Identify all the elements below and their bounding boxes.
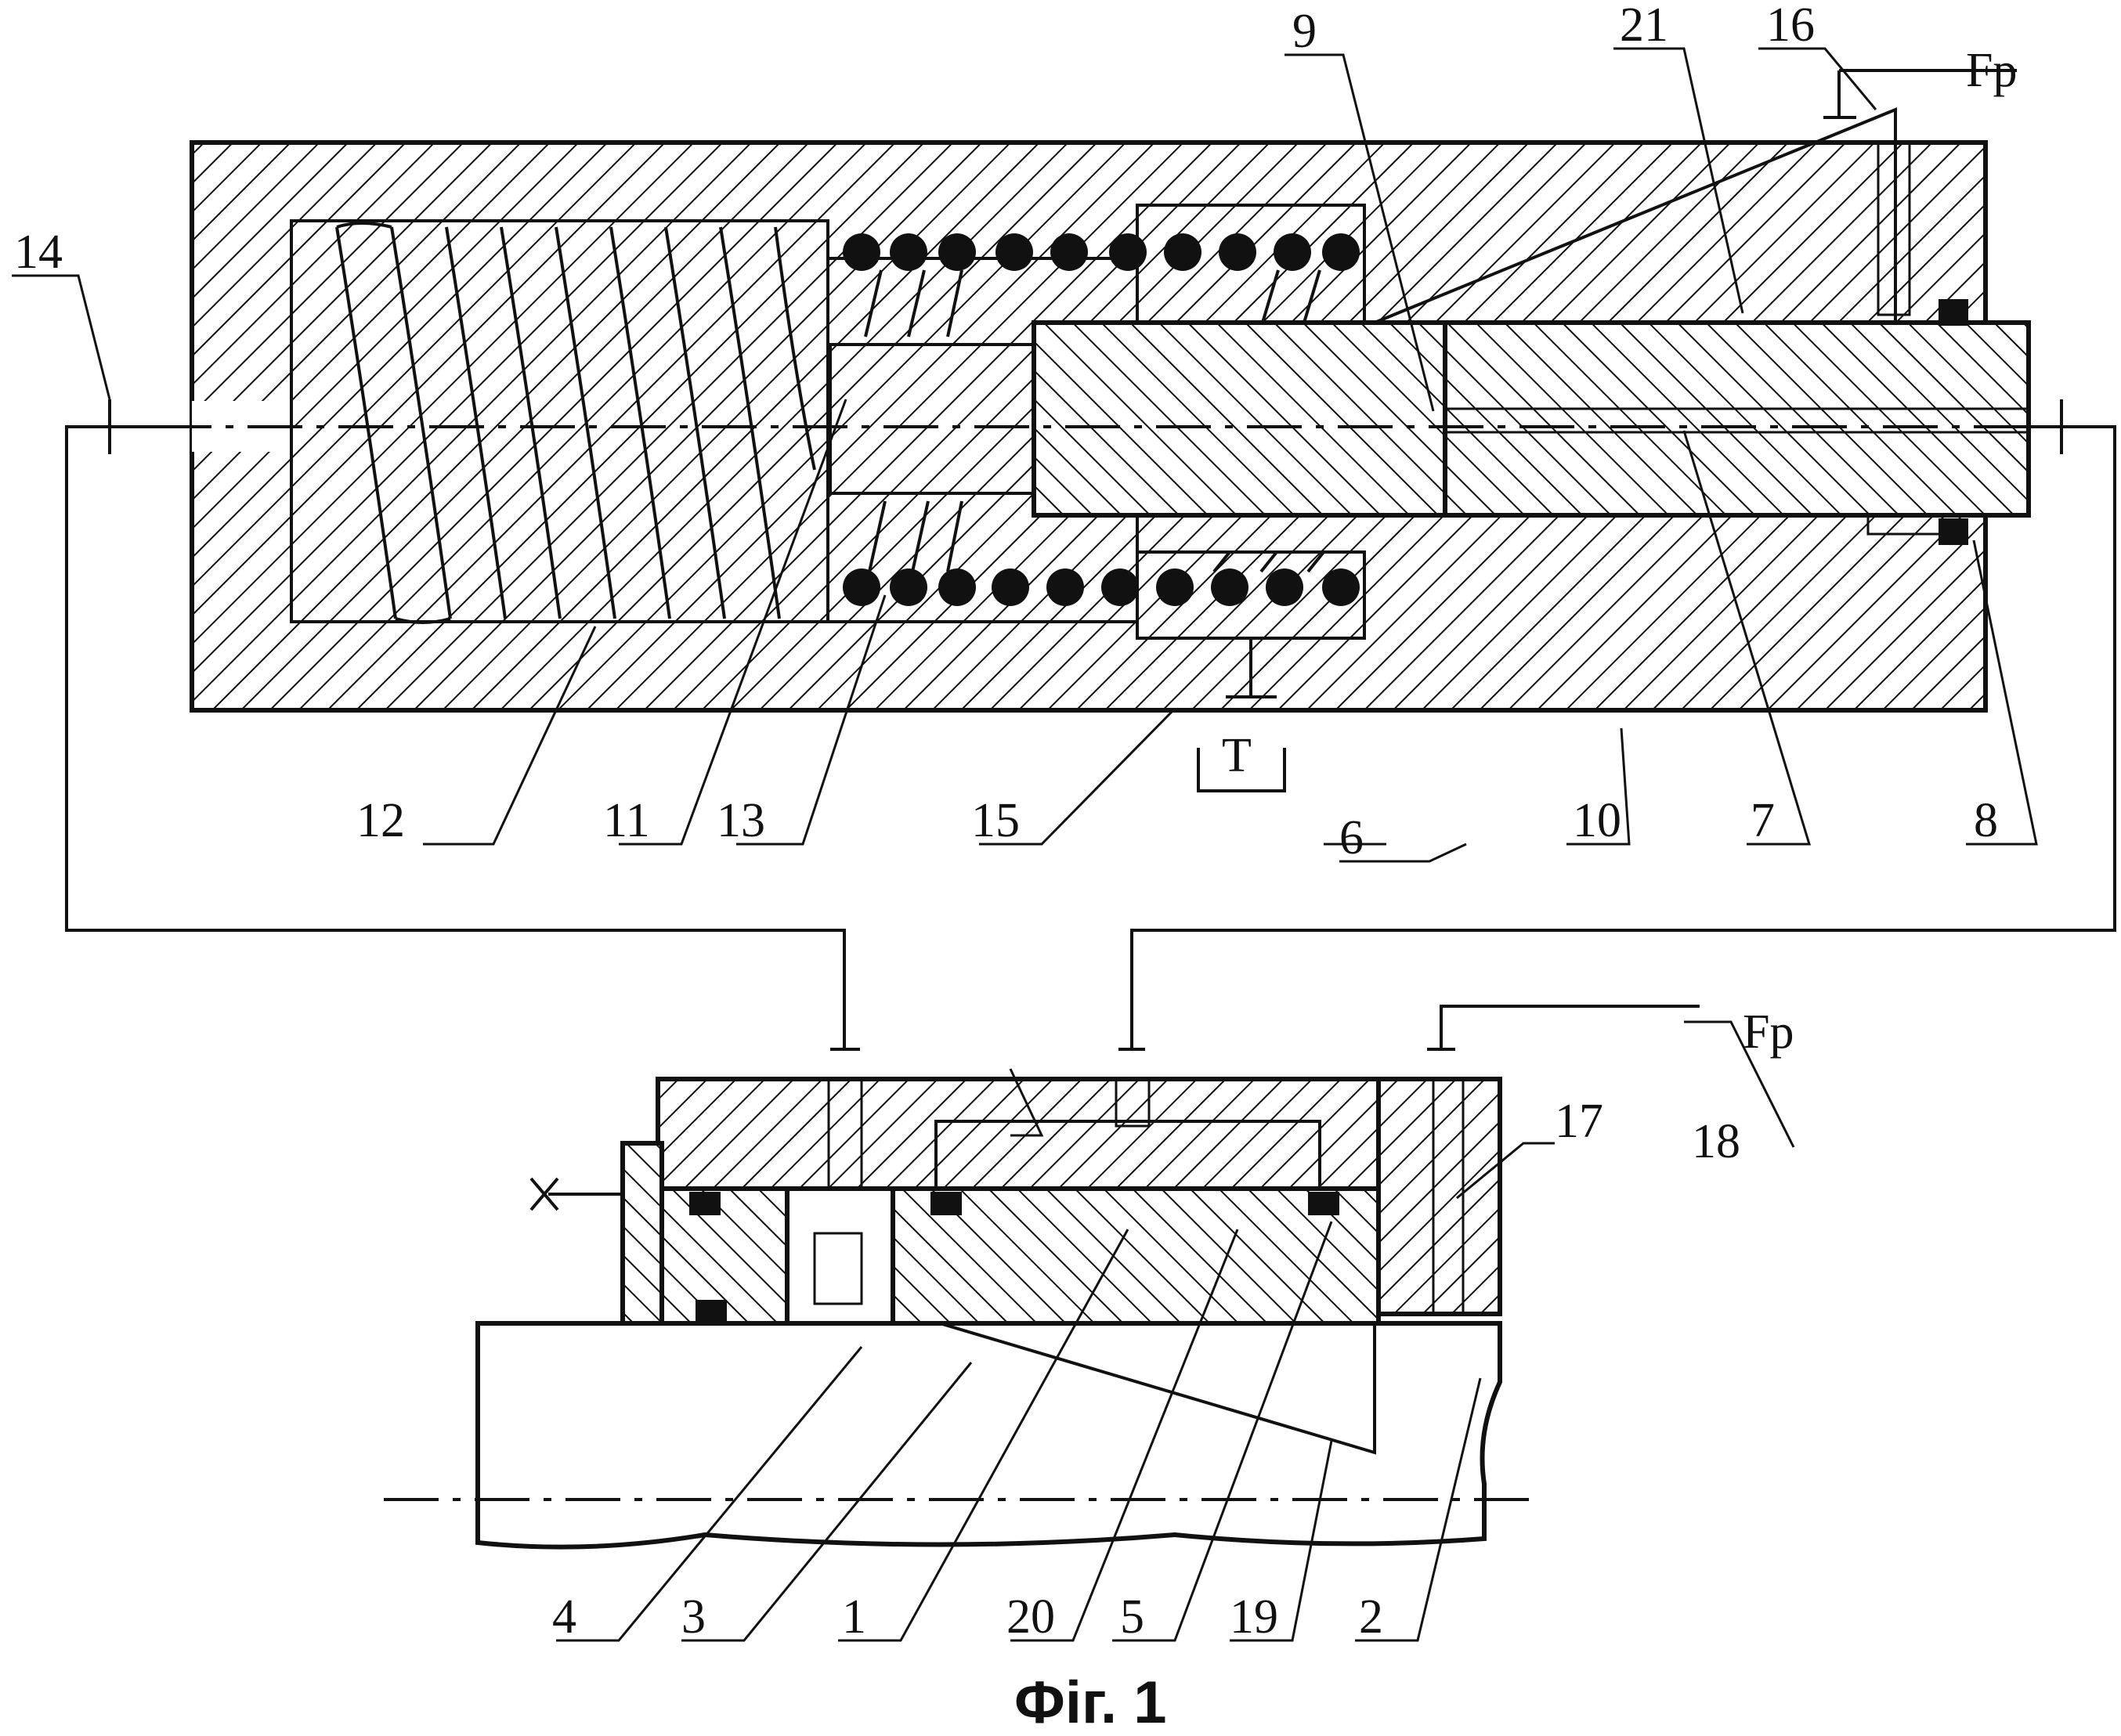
label-18: 18 <box>1692 1115 1740 1168</box>
label-10: 10 <box>1573 794 1621 847</box>
label-fp-top: Fp <box>1966 44 2017 97</box>
hydraulic-lines <box>65 69 2116 1051</box>
tank-symbol <box>1197 748 1286 792</box>
label-11: 11 <box>603 794 650 847</box>
sleeve-8 <box>1443 320 2031 518</box>
label-14: 14 <box>14 226 63 279</box>
port-18 <box>1432 1077 1465 1316</box>
label-6: 6 <box>1339 811 1364 864</box>
lower-assembly <box>384 1077 1531 1550</box>
label-fp-bottom: Fp <box>1743 1005 1794 1059</box>
seal-gap <box>1866 514 1944 536</box>
taper-21 <box>1374 107 1897 324</box>
input-mark-2 <box>529 1177 559 1211</box>
seal-a <box>689 1192 721 1215</box>
spring-13 <box>864 269 1325 573</box>
label-15: 15 <box>971 794 1020 847</box>
figure-caption: Фіг. 1 <box>1014 1669 1167 1736</box>
cover <box>656 1077 1502 1191</box>
label-4: 4 <box>552 1590 576 1644</box>
label-1: 1 <box>842 1590 866 1644</box>
leaders <box>12 47 2038 1642</box>
label-21: 21 <box>1620 0 1668 52</box>
label-8: 8 <box>1974 794 1998 847</box>
seal-b <box>930 1192 962 1215</box>
port-mid <box>1115 1077 1151 1128</box>
spring-12 <box>335 222 816 624</box>
label-5: 5 <box>1120 1590 1144 1644</box>
label-12: 12 <box>356 794 405 847</box>
valve-assembly <box>157 107 2052 792</box>
label-7: 7 <box>1751 794 1775 847</box>
channel-7 <box>1444 407 2030 434</box>
label-16: 16 <box>1766 0 1815 52</box>
label-19: 19 <box>1230 1590 1278 1644</box>
seal-top <box>1939 299 1968 326</box>
label-13: 13 <box>717 794 765 847</box>
label-9: 9 <box>1292 5 1317 58</box>
port-16 <box>1877 141 1911 316</box>
label-20: 20 <box>1006 1590 1055 1644</box>
taper-19 <box>939 1322 1376 1455</box>
piston-1 <box>891 1186 1381 1326</box>
ring-web <box>813 1232 863 1305</box>
ball-row-bottom <box>843 568 1360 606</box>
plunger <box>1032 320 1451 518</box>
label-3: 3 <box>681 1590 706 1644</box>
label-tank: T <box>1222 729 1252 782</box>
ball-row-top <box>843 233 1360 271</box>
seal-c <box>1308 1192 1339 1215</box>
labels: 14 9 21 16 Fp 12 11 13 15 T 6 10 7 8 Fp … <box>14 0 2017 1736</box>
seal-d <box>696 1300 727 1323</box>
block-17 <box>1376 1077 1502 1316</box>
shaft-2 <box>475 1321 1502 1550</box>
bushing <box>620 1141 664 1326</box>
label-2: 2 <box>1359 1590 1383 1644</box>
label-17: 17 <box>1555 1095 1603 1148</box>
